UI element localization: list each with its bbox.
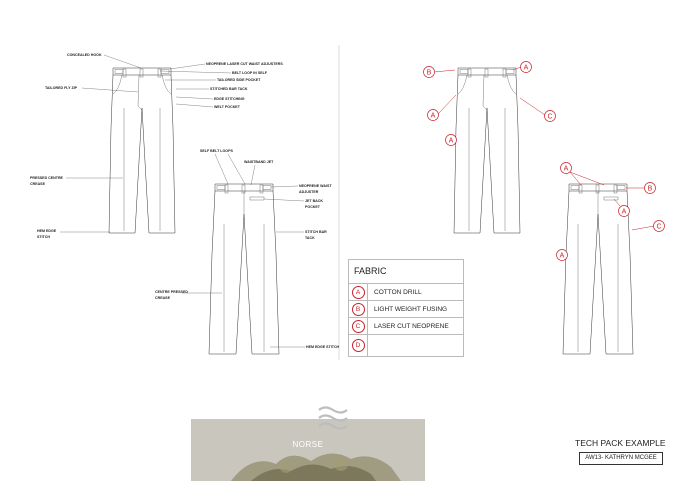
label-belt-loop: BELT LOOP IN SELF bbox=[232, 71, 268, 75]
fabric-key-table: FABRIC A COTTON DRILL B LIGHT WEIGHT FUS… bbox=[348, 259, 464, 357]
fabric-letter-badge: B bbox=[351, 302, 365, 316]
label-hem-edge-stitch-back: HEM EDGE STITCH bbox=[306, 345, 340, 349]
wave-icon bbox=[318, 406, 348, 430]
svg-text:A: A bbox=[524, 65, 529, 72]
svg-text:CREASE: CREASE bbox=[30, 182, 46, 186]
fabric-name: LIGHT WEIGHT FUSING bbox=[374, 305, 448, 313]
fabric-letter-badge: A bbox=[351, 285, 365, 299]
front-fabric-callouts: B A A C A bbox=[423, 61, 556, 146]
back-annotations: SELF BELT LOOPS WAISTBAND JET NEOPRENE W… bbox=[155, 149, 340, 349]
fabric-title: FABRIC bbox=[349, 260, 463, 284]
svg-text:POCKET: POCKET bbox=[305, 205, 321, 209]
svg-text:B: B bbox=[427, 70, 432, 77]
brand-photo: NORSE bbox=[191, 419, 425, 481]
front-trouser-drawing bbox=[108, 67, 176, 234]
svg-text:TACK: TACK bbox=[305, 236, 315, 240]
label-pressed-centre-crease: PRESSED CENTRE bbox=[30, 176, 64, 180]
fabric-name: COTTON DRILL bbox=[374, 288, 422, 296]
brand-name: NORSE bbox=[292, 440, 324, 449]
label-neoprene-waist-adjuster: NEOPRENE WAIST bbox=[299, 184, 332, 188]
label-stitched-bar-tack: STITCHED BAR TACK bbox=[210, 87, 248, 91]
foliage-graphic bbox=[191, 419, 425, 481]
svg-text:B: B bbox=[648, 186, 653, 193]
fabric-row: C LASER CUT NEOPRENE bbox=[349, 318, 463, 335]
back-fabric-callouts: A B A C A bbox=[556, 162, 665, 261]
back-trouser-drawing bbox=[208, 183, 280, 355]
label-concealed-hook: CONCEALED HOOK bbox=[67, 53, 102, 57]
label-waistband-jet: WAISTBAND JET bbox=[244, 160, 274, 164]
svg-text:CREASE: CREASE bbox=[155, 296, 171, 300]
label-tailored-side-pocket: TAILORED SIDE POCKET bbox=[217, 78, 261, 82]
label-tailored-fly-zip: TAILORED FLY ZIP bbox=[45, 86, 78, 90]
label-neoprene-adjusters: NEOPRENE LASER CUT WAIST ADJUSTERS bbox=[206, 62, 283, 66]
fabric-letter-badge: D bbox=[351, 339, 365, 352]
svg-text:STITCH: STITCH bbox=[37, 235, 50, 239]
svg-text:A: A bbox=[622, 209, 627, 216]
svg-text:C: C bbox=[656, 224, 661, 231]
label-welt-pocket: WELT POCKET bbox=[214, 105, 241, 109]
label-stitch-bar-tack: STITCH BAR bbox=[305, 230, 327, 234]
fabric-letter-badge: C bbox=[351, 319, 365, 333]
fabric-row: A COTTON DRILL bbox=[349, 284, 463, 301]
tech-pack-title: TECH PACK EXAMPLE bbox=[575, 438, 666, 448]
svg-text:C: C bbox=[547, 114, 552, 121]
fabric-name: LASER CUT NEOPRENE bbox=[374, 322, 449, 330]
svg-text:A: A bbox=[431, 113, 436, 120]
label-jet-back-pocket: JET BACK bbox=[305, 199, 323, 203]
front-annotations: CONCEALED HOOK NEOPRENE LASER CUT WAIST … bbox=[30, 53, 283, 239]
fabric-row: B LIGHT WEIGHT FUSING bbox=[349, 301, 463, 318]
fabric-row: D bbox=[349, 335, 463, 356]
label-hem-edge-stitch: HEM EDGE bbox=[37, 229, 57, 233]
tech-pack-subtitle: AW13- KATHRYN MCGEE bbox=[579, 452, 663, 465]
front-fabric-drawing bbox=[453, 67, 521, 234]
label-edge-stitching: EDGE STITCHING bbox=[214, 97, 245, 101]
svg-text:A: A bbox=[564, 166, 569, 173]
label-self-belt-loops: SELF BELT LOOPS bbox=[200, 149, 233, 153]
svg-text:A: A bbox=[560, 253, 565, 260]
svg-text:A: A bbox=[449, 138, 454, 145]
label-centre-pressed-crease: CENTRE PRESSED bbox=[155, 290, 188, 294]
svg-text:ADJUSTER: ADJUSTER bbox=[299, 190, 319, 194]
